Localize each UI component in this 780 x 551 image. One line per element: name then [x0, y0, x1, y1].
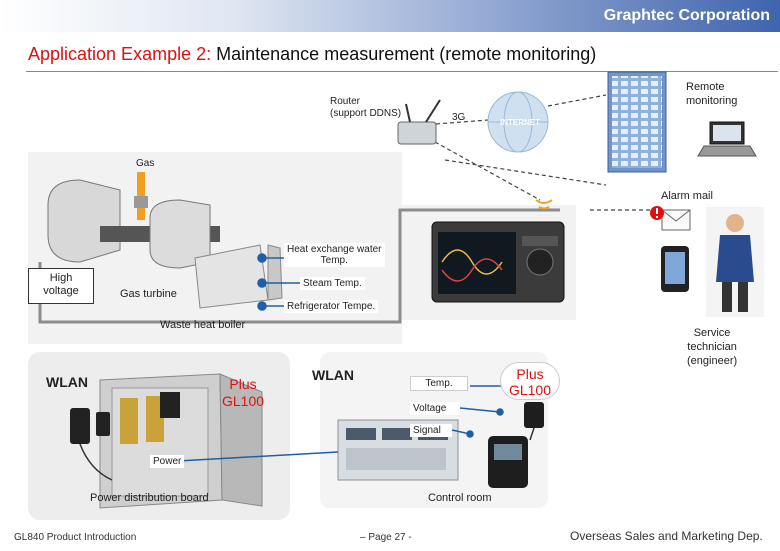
gl840-logger-icon [431, 221, 565, 303]
title-main: Maintenance measurement (remote monitori… [216, 44, 597, 64]
title-divider [26, 71, 778, 72]
waste-heat-boiler-label: Waste heat boiler [160, 319, 246, 331]
router-icon [397, 99, 441, 145]
signal-tag: Signal [410, 424, 452, 437]
footer-page: – Page 27 - [360, 532, 412, 543]
wlan-label-left: WLAN [46, 374, 88, 390]
footer-product: GL840 Product Introduction [14, 532, 137, 543]
power-tag: Power [150, 455, 185, 468]
wlan-label-right: WLAN [312, 367, 354, 383]
technician-icon [706, 207, 764, 317]
page-title: Application Example 2: Maintenance measu… [28, 44, 596, 65]
plus-gl100-device-icon [488, 402, 544, 488]
high-voltage-label: High voltage [28, 268, 94, 304]
temp-tag: Temp. [410, 376, 468, 391]
heat-exchange-tag: Heat exchange water Temp. [284, 243, 385, 267]
gas-turbine-graphic [47, 179, 283, 309]
voltage-tag: Voltage [410, 402, 460, 415]
router-label: Router (support DDNS) [330, 96, 402, 119]
title-prefix: Application Example 2: [28, 44, 212, 64]
gas-turbine-label: Gas turbine [120, 288, 177, 300]
header-bar [0, 0, 780, 32]
building-icon [607, 71, 667, 173]
internet-globe-icon [487, 91, 549, 153]
control-room-label: Control room [428, 492, 492, 504]
smartphone-icon [661, 246, 689, 292]
company-name: Graphtec Corporation [603, 7, 770, 24]
internet-label: INTERNET [500, 118, 540, 127]
technician-label: Service technician (engineer) [687, 327, 738, 367]
steam-temp-tag: Steam Temp. [300, 277, 365, 290]
wlan-signal-icon [535, 199, 553, 210]
cellular-label: 3G [452, 112, 466, 123]
plus-gl100-label-left: Plus GL100 [222, 376, 265, 409]
remote-monitoring-label: Remote monitoring [686, 81, 738, 107]
left-sensor-modules [70, 408, 113, 481]
gas-label: Gas [136, 158, 155, 169]
plus-gl100-label-right: Plus GL100 [500, 362, 560, 400]
distribution-board-label: Power distribution board [90, 492, 209, 504]
distribution-cabinet [99, 373, 263, 509]
alarm-mail-label: Alarm mail [661, 190, 713, 202]
footer-department: Overseas Sales and Marketing Dep. [570, 529, 763, 543]
refrigerator-temp-tag: Refrigerator Tempe. [284, 300, 379, 313]
gas-pipe [134, 172, 148, 220]
laptop-icon [697, 121, 757, 157]
alarm-mail-icon [650, 206, 691, 231]
